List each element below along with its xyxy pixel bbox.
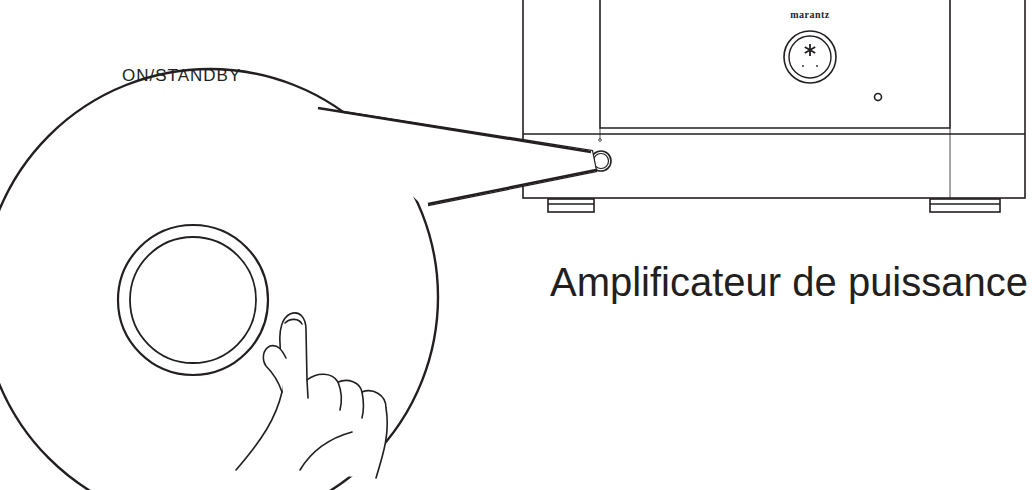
callout-magnifier xyxy=(0,69,596,490)
magnified-button xyxy=(118,225,268,375)
volume-knob xyxy=(784,31,836,83)
button-label: ON/STANDBY xyxy=(122,66,241,86)
feet xyxy=(548,199,1000,212)
device-caption: Amplificateur de puissance xyxy=(550,259,1028,305)
pressing-finger xyxy=(236,313,387,478)
brand-logo: marantz xyxy=(790,9,830,21)
amplifier-body xyxy=(523,0,1025,198)
sensor-window xyxy=(875,94,882,101)
